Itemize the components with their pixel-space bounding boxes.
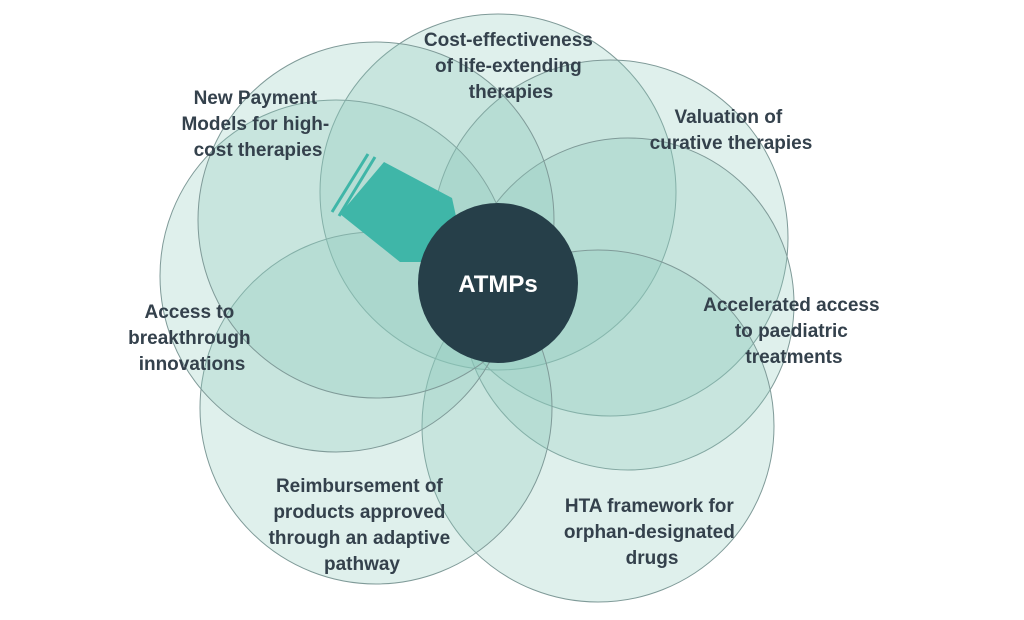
label-line: products approved: [273, 502, 445, 523]
petal-label-valuation: Valuation of curative therapies: [650, 107, 813, 154]
center-label: ATMPs: [458, 271, 538, 298]
petal-label-access-breakthrough: Access to breakthrough innovations: [128, 302, 256, 375]
label-line: Access to: [144, 302, 234, 323]
svg-text:Access to breakthrough: Access to breakthrough innovations: [128, 302, 256, 375]
svg-text:New Payment Models for h: New Payment Models for high- cost therap…: [181, 88, 334, 161]
label-line: Valuation of: [675, 107, 783, 128]
label-line: therapies: [469, 82, 553, 103]
svg-text:Cost-effectiveness of li: Cost-effectiveness of life-extending the…: [424, 30, 598, 103]
petal-label-reimbursement: Reimbursement of products approved throu…: [269, 476, 456, 575]
svg-text:Reimbursement of product: Reimbursement of products approved throu…: [269, 476, 456, 575]
petal-label-accelerated-access: Accelerated access to paediatric treatme…: [703, 295, 885, 368]
pointer-stripe: [337, 156, 377, 217]
label-line: Accelerated access: [703, 295, 879, 316]
label-line: orphan-designated: [564, 522, 735, 543]
label-line: Models for high-: [181, 114, 329, 135]
svg-text:Valuation of curative th: Valuation of curative therapies: [650, 107, 813, 154]
label-line: innovations: [139, 354, 246, 375]
petal-label-cost-effectiveness: Cost-effectiveness of life-extending the…: [424, 30, 598, 103]
svg-text:Accelerated access to pa: Accelerated access to paediatric treatme…: [703, 295, 885, 368]
label-line: Reimbursement of: [276, 476, 443, 497]
label-line: to paediatric: [735, 321, 848, 342]
label-line: cost therapies: [194, 140, 323, 161]
label-line: drugs: [626, 548, 679, 569]
label-line: treatments: [745, 347, 842, 368]
petal-label-hta-framework: HTA framework for orphan-designated drug…: [564, 496, 740, 569]
pointer-stripe: [330, 153, 370, 213]
label-line: pathway: [324, 554, 400, 575]
petal-label-new-payment-models: New Payment Models for high- cost therap…: [181, 88, 334, 161]
label-line: Cost-effectiveness: [424, 30, 593, 51]
label-line: HTA framework for: [565, 496, 735, 517]
label-line: through an adaptive: [269, 528, 451, 549]
label-line: of life-extending: [435, 56, 582, 77]
label-line: New Payment: [194, 88, 318, 109]
center-circle: [418, 203, 578, 363]
svg-text:HTA framework for orphan: HTA framework for orphan-designated drug…: [564, 496, 740, 569]
petal-circle-cost-effectiveness: [319, 13, 677, 371]
label-line: breakthrough: [128, 328, 250, 349]
label-line: curative therapies: [650, 133, 813, 154]
